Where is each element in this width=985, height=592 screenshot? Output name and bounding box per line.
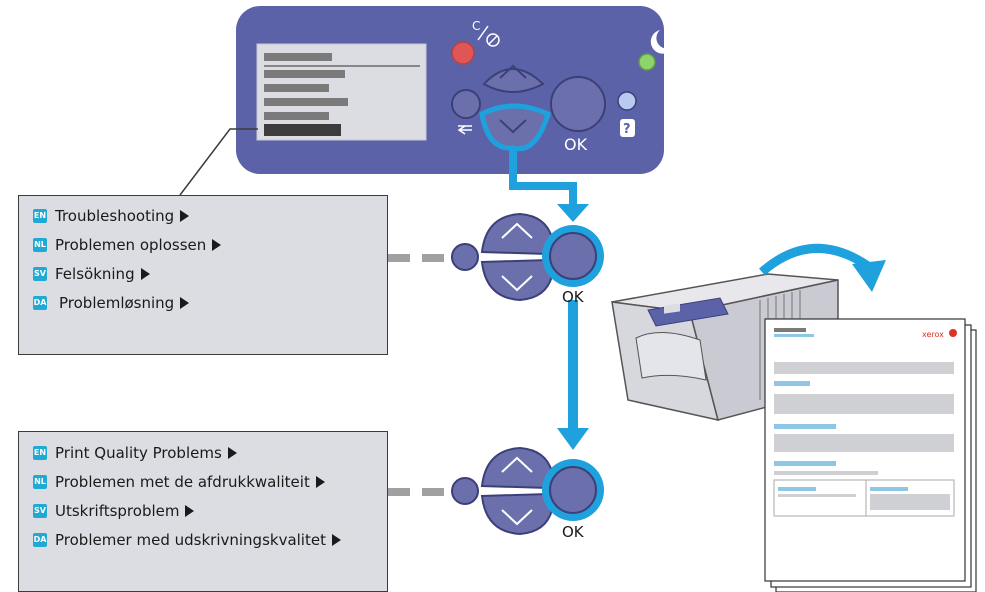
clear-stop-icon[interactable]: C (472, 19, 500, 47)
menu-item-label: Problemen met de afdrukkwaliteit (55, 473, 310, 491)
lang-badge-da: DA (33, 533, 47, 547)
menu-item-label: Felsökning (55, 265, 135, 283)
help-icon (620, 119, 635, 137)
menu-item-sv[interactable]: SV Utskriftsproblem (33, 500, 195, 522)
menu-box-print-quality: EN Print Quality Problems NL Problemen m… (18, 431, 388, 592)
flow-arrow-1 (509, 150, 589, 222)
play-arrow-icon (227, 447, 237, 459)
down-arrow-button[interactable] (480, 258, 554, 302)
menu-item-en[interactable]: EN Print Quality Problems (33, 442, 237, 464)
svg-text:C: C (472, 19, 480, 33)
lang-badge-sv: SV (33, 504, 47, 518)
report-page-stack: xerox (764, 318, 977, 592)
menu-item-da[interactable]: DA Problemer med udskrivningskvalitet (33, 529, 341, 551)
ok-button[interactable] (549, 466, 597, 514)
lcd-line (264, 70, 345, 78)
lang-badge-en: EN (33, 209, 47, 223)
menu-item-nl[interactable]: NL Problemen oplossen (33, 234, 222, 256)
control-panel: C OK ? (236, 6, 674, 174)
lang-badge-en: EN (33, 446, 47, 460)
down-chevron-icon (501, 509, 533, 526)
xerox-logo: xerox (922, 330, 944, 339)
lcd-line (264, 112, 329, 120)
menu-item-da[interactable]: DA Problemløsning (33, 292, 190, 314)
play-arrow-icon (180, 210, 190, 222)
up-chevron-icon (501, 222, 533, 239)
keypad-2 (388, 446, 604, 536)
down-arrow-button[interactable] (480, 492, 554, 536)
menu-item-label: Utskriftsproblem (55, 502, 180, 520)
output-curved-arrow (759, 244, 886, 292)
back-button[interactable] (451, 243, 479, 271)
menu-item-label: Print Quality Problems (55, 444, 222, 462)
keypad-1 (388, 212, 604, 302)
power-saver-moon-icon (650, 30, 674, 54)
down-arrow-button-highlighted[interactable] (479, 103, 552, 152)
up-arrow-button[interactable] (482, 68, 545, 93)
ok-button[interactable] (550, 76, 606, 132)
menu-item-label: Problemløsning (59, 294, 175, 312)
lang-badge-sv: SV (33, 267, 47, 281)
back-button[interactable] (451, 477, 479, 505)
menu-item-nl[interactable]: NL Problemen met de afdrukkwaliteit (33, 471, 325, 493)
flow-arrow-2 (557, 300, 589, 450)
help-led-button[interactable] (617, 91, 637, 111)
svg-text:?: ? (623, 122, 631, 137)
menu-item-en[interactable]: EN Troubleshooting (33, 205, 190, 227)
play-arrow-icon (185, 505, 195, 517)
play-arrow-icon (331, 534, 341, 546)
lcd-line (264, 53, 332, 61)
ok-button[interactable] (549, 232, 597, 280)
play-arrow-icon (180, 297, 190, 309)
up-chevron-icon (499, 64, 527, 79)
lcd-line (264, 84, 329, 92)
play-arrow-icon (315, 476, 325, 488)
back-button[interactable] (451, 89, 481, 119)
back-icon (457, 125, 472, 135)
lcd-selected-line (264, 124, 341, 136)
menu-item-label: Problemer med udskrivningskvalitet (55, 531, 326, 549)
up-chevron-icon (501, 456, 533, 473)
menu-item-sv[interactable]: SV Felsökning (33, 263, 150, 285)
up-arrow-button[interactable] (480, 212, 554, 256)
printer-illustration (611, 273, 839, 421)
menu-box-troubleshooting: EN Troubleshooting NL Problemen oplossen… (18, 195, 388, 355)
down-chevron-icon (501, 275, 533, 292)
menu-item-label: Problemen oplossen (55, 236, 207, 254)
ok-label: OK (564, 135, 588, 154)
play-arrow-icon (140, 268, 150, 280)
leader-line (179, 128, 258, 196)
keypad-1-ok-label: OK (562, 288, 584, 306)
lang-badge-nl: NL (33, 238, 47, 252)
menu-item-label: Troubleshooting (55, 207, 175, 225)
play-arrow-icon (212, 239, 222, 251)
green-led (638, 53, 656, 71)
up-arrow-button[interactable] (480, 446, 554, 490)
lang-badge-nl: NL (33, 475, 47, 489)
red-led (451, 41, 475, 65)
keypad-2-ok-label: OK (562, 523, 584, 541)
lang-badge-da: DA (33, 296, 47, 310)
lcd-line (264, 98, 348, 106)
down-chevron-icon (499, 119, 527, 134)
